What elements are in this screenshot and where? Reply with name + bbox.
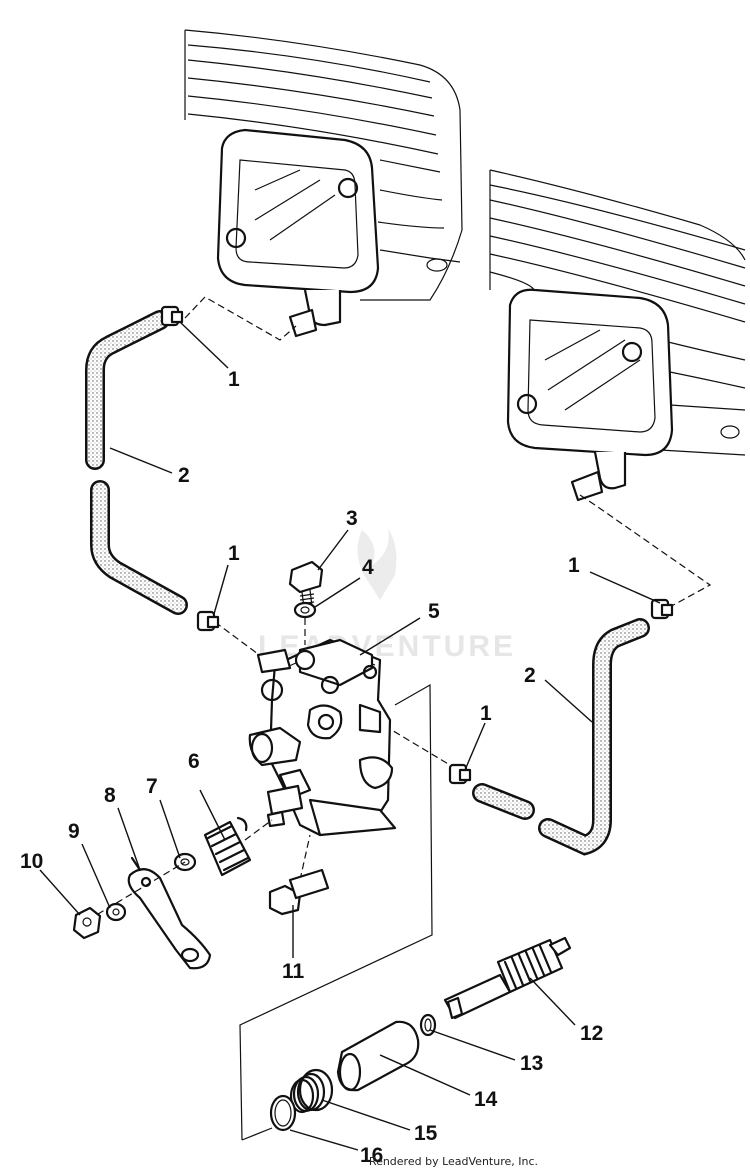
callout-12: 12	[580, 1022, 603, 1045]
callout-13: 13	[520, 1052, 543, 1075]
callout-11: 11	[282, 960, 305, 983]
callout-14: 14	[474, 1088, 498, 1111]
callout-4: 4	[362, 556, 374, 579]
fitting-bolt-3	[288, 560, 324, 609]
callout-8: 8	[104, 784, 116, 807]
callout-1-upper-left: 1	[228, 368, 240, 391]
hose-clamp-a	[160, 305, 184, 327]
hose-right	[374, 494, 712, 856]
o-ring-13	[419, 1013, 437, 1037]
render-credit: Rendered by LeadVenture, Inc.	[368, 1155, 538, 1168]
spring-6	[203, 816, 252, 877]
callout-7: 7	[146, 775, 158, 798]
fuel-pump-body	[248, 638, 397, 837]
lever-arm-8	[127, 856, 212, 970]
callout-10: 10	[20, 850, 43, 873]
callout-2-left: 2	[178, 464, 190, 487]
hose-clamp-c	[650, 598, 674, 620]
spring-15	[289, 1068, 334, 1114]
lever-axis	[87, 861, 186, 921]
right-engine-cylinder	[489, 169, 746, 456]
callout-6: 6	[188, 750, 200, 773]
exploded-view-boundary-tail	[241, 1127, 273, 1141]
washer-9	[105, 902, 127, 922]
washer-4	[293, 601, 317, 619]
hose-clamp-b	[196, 610, 220, 632]
hose-clamp-d	[448, 763, 472, 785]
callout-2-right: 2	[524, 664, 536, 687]
callout-9: 9	[68, 820, 80, 843]
right-exhaust-flange	[506, 288, 674, 502]
callout-1-lower-right: 1	[480, 702, 492, 725]
leader-lines	[39, 321, 661, 1151]
callout-5: 5	[428, 600, 440, 623]
left-exhaust-flange	[216, 128, 380, 338]
o-ring-16	[269, 1094, 297, 1132]
exploded-view-boundary	[239, 683, 433, 1141]
watermark-logo: LEADVENTURE	[258, 528, 513, 663]
sleeve-14	[336, 1020, 420, 1092]
drive-shaft-12	[443, 936, 572, 1020]
callout-15: 15	[414, 1122, 438, 1145]
hose-left-lower	[90, 480, 263, 658]
callout-1-right: 1	[568, 554, 580, 577]
mounting-bolt-11	[268, 834, 330, 916]
nut-10	[72, 906, 102, 940]
callout-16: 16	[360, 1144, 383, 1167]
hose-left-upper	[85, 296, 297, 470]
left-engine-cylinder	[184, 29, 463, 301]
callout-3: 3	[346, 507, 358, 530]
spring-axis	[244, 819, 273, 841]
callout-1-mid-left: 1	[228, 542, 240, 565]
callout-labels: 1 2 1 3 4 5 1 2 1 6 7 8 9 10 11 12 13 14…	[20, 368, 603, 1167]
